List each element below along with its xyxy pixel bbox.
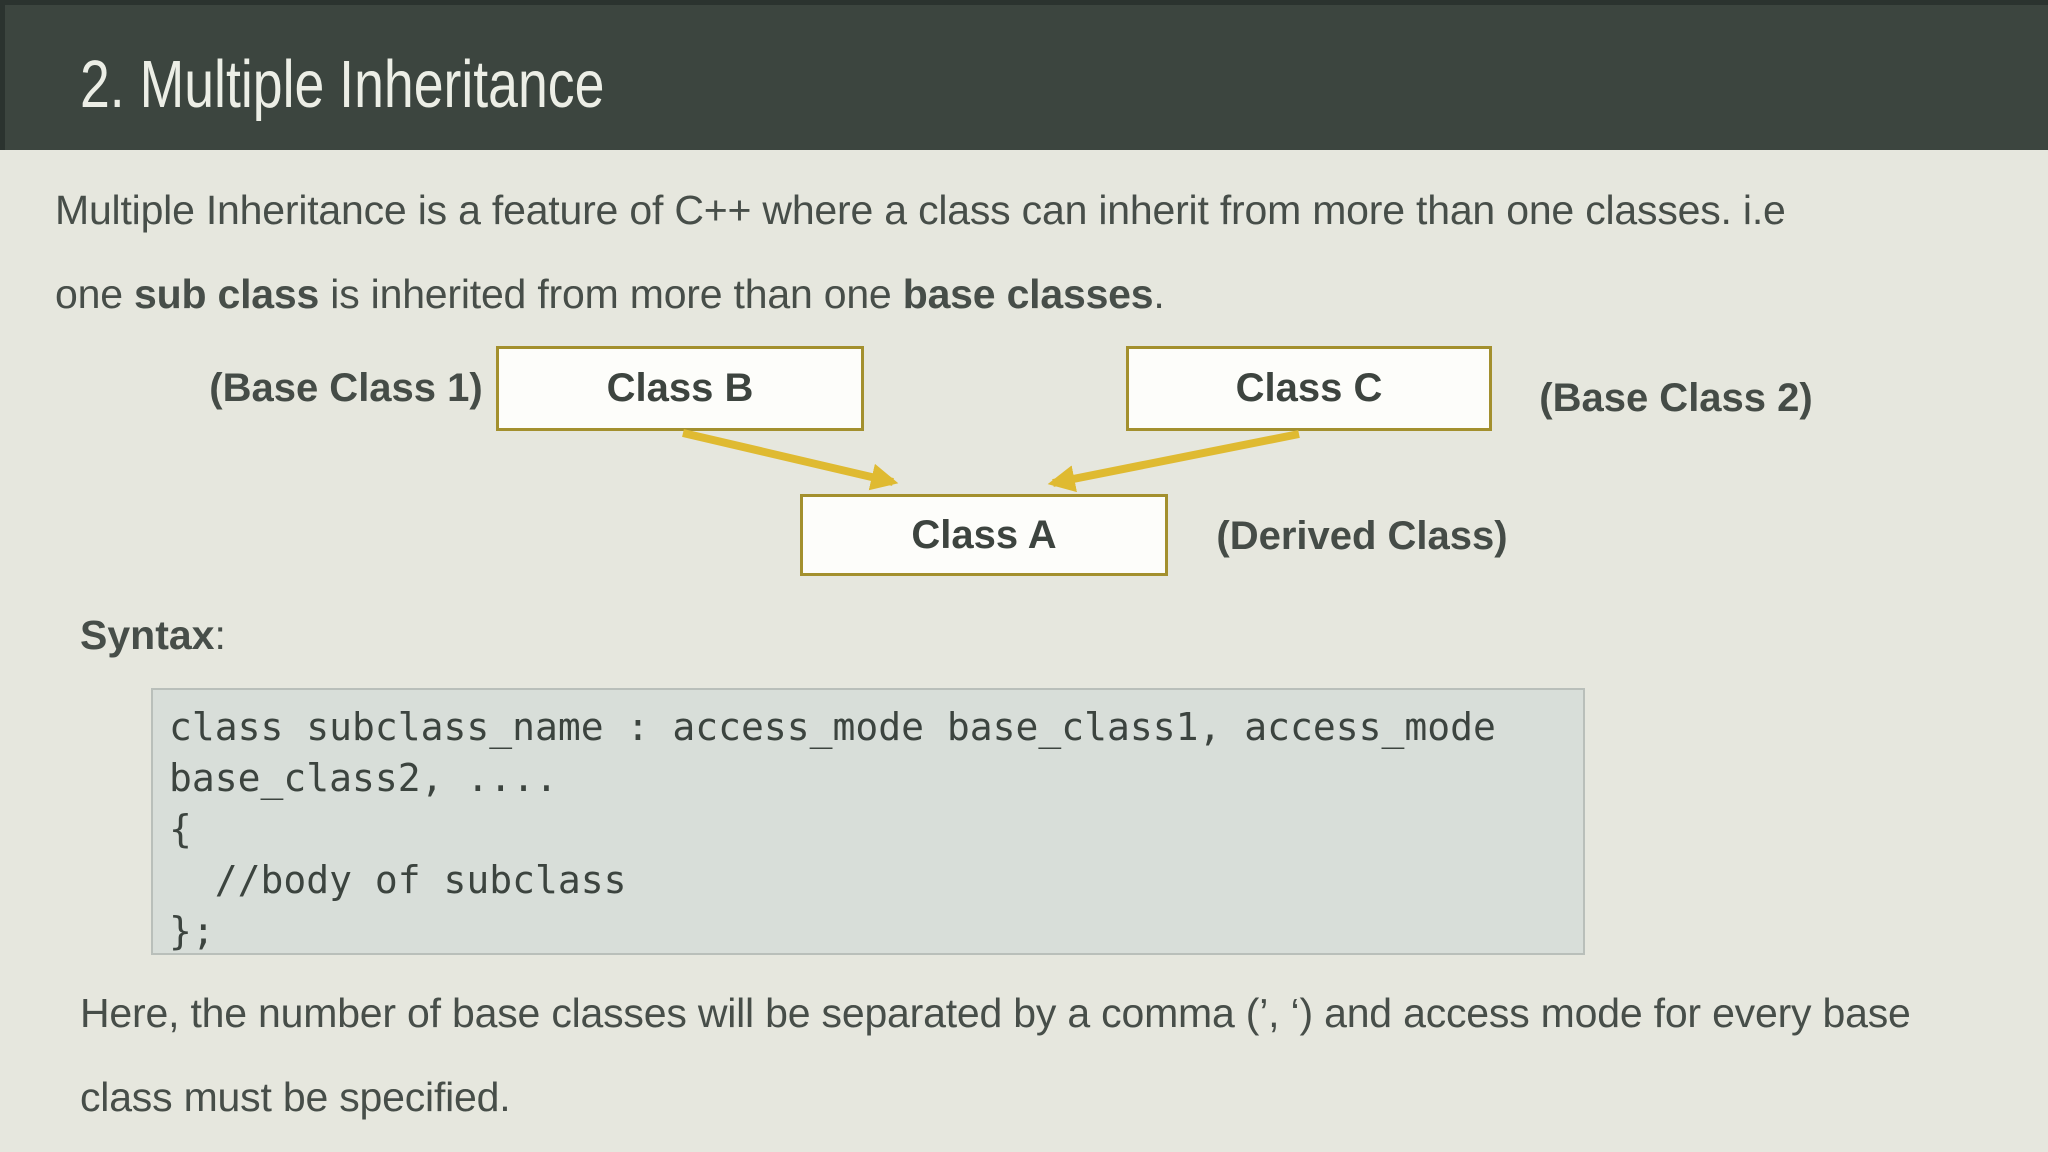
syntax-heading-colon: : <box>214 612 226 658</box>
syntax-heading: Syntax: <box>80 612 226 659</box>
slide-title: 2. Multiple Inheritance <box>80 47 605 122</box>
class-b-label: Class B <box>606 366 754 410</box>
class-a-label: Class A <box>911 512 1057 557</box>
code-block: class subclass_name : access_mode base_c… <box>151 688 1585 955</box>
footer-line-1: Here, the number of base classes will be… <box>80 990 1911 1036</box>
intro-line-2: one sub class is inherited from more tha… <box>55 270 1165 319</box>
class-a-box: Class A <box>800 494 1168 576</box>
text-run: base classes <box>902 271 1154 317</box>
code-line: base_class2, .... <box>169 756 558 800</box>
code-line: class subclass_name : access_mode base_c… <box>169 705 1496 749</box>
derived-class-label: (Derived Class) <box>1216 514 1508 558</box>
intro-line-1: Multiple Inheritance is a feature of C++… <box>55 187 1786 233</box>
syntax-heading-word: Syntax <box>80 612 215 658</box>
arrow-classb-to-classa <box>682 429 899 491</box>
class-c-box: Class C <box>1126 346 1492 431</box>
footer-line-2: class must be specified. <box>80 1074 511 1120</box>
code-line: //body of subclass <box>169 858 627 902</box>
class-b-box: Class B <box>496 346 864 431</box>
slide-header: 2. Multiple Inheritance <box>0 0 2048 150</box>
arrow-classc-to-classa <box>1047 430 1300 493</box>
class-c-label: Class C <box>1235 366 1383 410</box>
text-run: one <box>55 271 134 317</box>
text-run: sub class <box>134 271 320 317</box>
text-run: . <box>1153 271 1165 317</box>
text-run: is inherited from more than one <box>319 271 903 317</box>
base-class-1-label: (Base Class 1) <box>209 366 483 410</box>
code-line: }; <box>169 909 215 953</box>
code-line: { <box>169 807 192 851</box>
base-class-2-label: (Base Class 2) <box>1539 376 1813 420</box>
